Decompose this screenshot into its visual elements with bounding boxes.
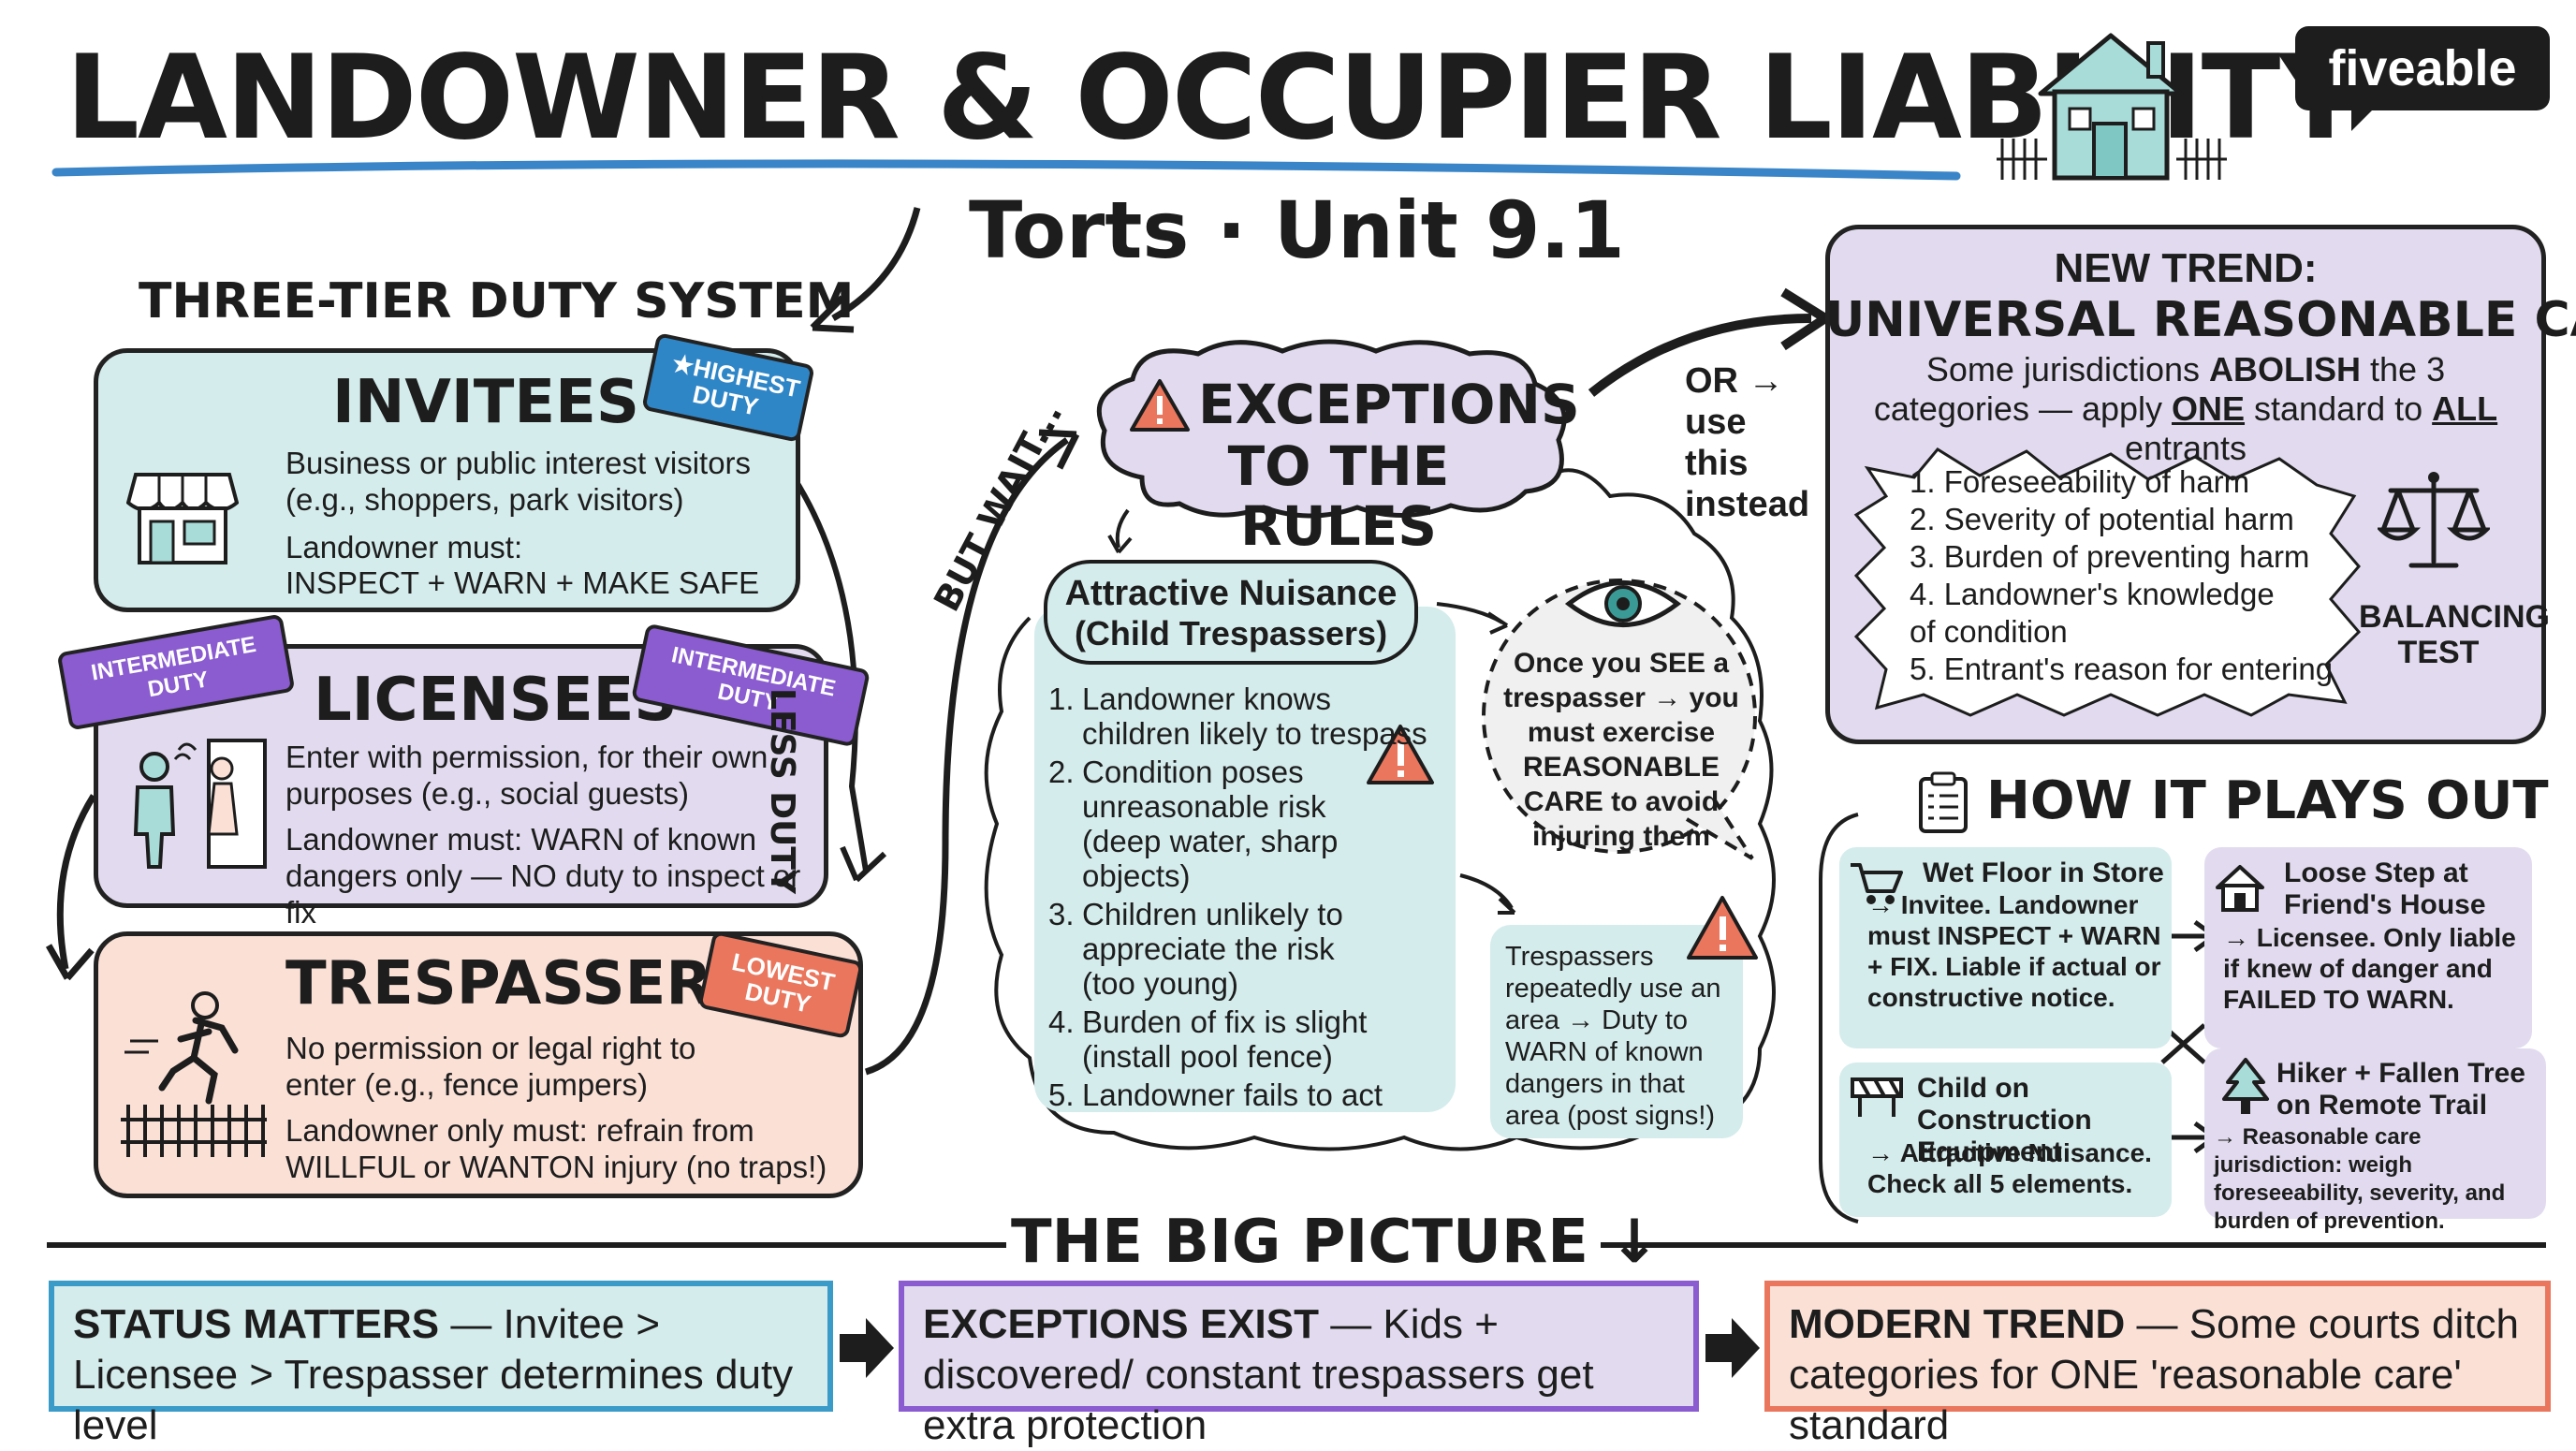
- factor-item: 4. Landowner's knowledge of condition: [1910, 577, 2275, 649]
- new-trend-label: NEW TREND:: [2054, 245, 2318, 291]
- bottom-arrow-2: [1705, 1318, 1760, 1378]
- attractive-title-1: Attractive Nuisance: [1064, 574, 1398, 613]
- attractive-list: 1.Landowner knows children likely to tre…: [1048, 682, 1442, 1112]
- licensees-desc: Enter with permission, for their own pur…: [285, 740, 768, 811]
- attractive-item: 5.Landowner fails to act: [1048, 1077, 1383, 1112]
- exceptions-title-2: TO THE RULES: [1227, 434, 1450, 558]
- case-body: → Invitee. Landowner must INSPECT + WARN…: [1867, 890, 2161, 1012]
- status-matters-box: STATUS MATTERS — Invitee > Licensee > Tr…: [49, 1281, 833, 1448]
- attractive-item: 3.Children unlikely to appreciate the ri…: [1048, 897, 1343, 1001]
- bottom-arrow-1: [840, 1318, 894, 1378]
- invitees-tag-label: HIGHEST DUTY: [690, 353, 803, 421]
- constant-trespasser-panel: [1490, 925, 1743, 1138]
- trespassers-title: TRESPASSERS: [285, 949, 755, 1019]
- exceptions-cloud-outline: [984, 468, 1776, 1151]
- case-title: Hiker + Fallen Tree on Remote Trail: [2276, 1058, 2525, 1121]
- but-wait-arrow: [864, 437, 1069, 1076]
- warning-icon: [1367, 725, 1434, 784]
- brand-name: fiveable: [2328, 40, 2517, 96]
- attractive-title-2: (Child Trespassers): [1074, 614, 1388, 652]
- modern-trend-lead: MODERN TREND: [1789, 1301, 2126, 1347]
- shopping-cart-icon: [1851, 863, 1903, 904]
- or-arrow: [1588, 314, 1812, 397]
- plays-out-bracket: [1819, 813, 1859, 1224]
- warning-icon: [1130, 379, 1190, 432]
- invitees-title: INVITEES: [332, 368, 639, 437]
- tiers-heading: THREE-TIER DUTY SYSTEM: [139, 273, 855, 330]
- discovered-text: Once you SEE a trespasser → you must exe…: [1503, 648, 1739, 852]
- plays-out-title: HOW IT PLAYS OUT: [1986, 770, 2549, 831]
- attractive-nuisance-panel: [1034, 607, 1456, 1112]
- or-note: OR → use this instead: [1685, 361, 1810, 524]
- factor-item: 2. Severity of potential harm: [1910, 502, 2294, 536]
- constant-trespasser-text: Trespassers repeatedly use an area → Dut…: [1505, 942, 1721, 1131]
- invitees-must: INSPECT + WARN + MAKE SAFE: [285, 565, 760, 600]
- status-matters-lead: STATUS MATTERS: [73, 1301, 440, 1347]
- arrow-to-tiers: [831, 207, 921, 322]
- storefront-icon: [126, 473, 239, 564]
- attractive-item: 2.Condition poses unreasonable risk (dee…: [1048, 755, 1339, 893]
- page-subtitle: Torts · Unit 9.1: [969, 184, 1625, 276]
- exceptions-exist-text: — Kids + discovered/ constant trespasser…: [923, 1301, 1594, 1448]
- exceptions-exist-box: EXCEPTIONS EXIST — Kids + discovered/ co…: [899, 1281, 1699, 1448]
- licensees-title: LICENSEES: [314, 666, 678, 735]
- discovered-bubble: [1482, 579, 1757, 860]
- case-title: Loose Step at Friend's House: [2284, 857, 2486, 920]
- case-body: → Attractive Nuisance. Check all 5 eleme…: [1867, 1138, 2152, 1198]
- attractive-nuisance-header: Attractive Nuisance (Child Trespassers): [1044, 560, 1418, 665]
- warning-icon: [1687, 896, 1758, 960]
- licensees-tag-left-label: INTERMEDIATE DUTY: [89, 631, 258, 703]
- new-trend-title: UNIVERSAL REASONABLE CARE: [1825, 292, 2576, 348]
- licensees-must: Landowner must: WARN of known dangers on…: [285, 822, 801, 930]
- case-card: [2204, 847, 2532, 1048]
- less-duty-arrow: [791, 476, 869, 872]
- exceptions-title-1: EXCEPTIONS: [1198, 373, 1580, 436]
- eye-icon: [1564, 580, 1682, 627]
- trespassers-tag-label: LOWEST DUTY: [729, 947, 838, 1019]
- attractive-item: 1.Landowner knows children likely to tre…: [1048, 682, 1427, 751]
- factors-burst: [1853, 447, 2362, 717]
- trespassers-desc: No permission or legal right to enter (e…: [285, 1031, 696, 1102]
- title-underline: [51, 159, 1961, 181]
- trespassers-must: Landowner only must: refrain from WILLFU…: [285, 1113, 827, 1184]
- case-card: [1839, 847, 2172, 1048]
- less-duty-label: LESS DUTY: [763, 688, 801, 895]
- tree-icon: [2222, 1058, 2269, 1114]
- case-body: → Reasonable care jurisdiction: weigh fo…: [2214, 1124, 2506, 1234]
- attractive-item: 4.Burden of fix is slight (install pool …: [1048, 1004, 1368, 1074]
- factors-list: 1. Foreseeability of harm 2. Severity of…: [1910, 463, 2340, 688]
- fence-jumper-icon: [121, 991, 267, 1157]
- clipboard-icon: [1919, 771, 1968, 833]
- guests-at-door-icon: [133, 739, 267, 869]
- fiveable-logo: fiveable: [2295, 26, 2550, 131]
- exceptions-exist-lead: EXCEPTIONS EXIST: [923, 1301, 1319, 1347]
- factor-item: 5. Entrant's reason for entering: [1910, 652, 2334, 686]
- balancing-test-label: BALANCING TEST: [2359, 599, 2550, 670]
- invitees-desc: Business or public interest visitors (e.…: [285, 446, 752, 517]
- factor-item: 3. Burden of preventing harm: [1910, 539, 2310, 574]
- balance-scale-icon: [2378, 472, 2490, 568]
- factor-item: 1. Foreseeability of harm: [1910, 464, 2250, 499]
- licensee-to-trespasser-arrow: [56, 794, 96, 970]
- barrier-icon: [1851, 1077, 1903, 1117]
- status-matters-text: — Invitee > Licensee > Trespasser determ…: [73, 1301, 794, 1448]
- big-picture-title: THE BIG PICTURE ↓: [1011, 1208, 1660, 1277]
- modern-trend-text: — Some courts ditch categories for ONE '…: [1789, 1301, 2519, 1448]
- page-title: LANDOWNER & OCCUPIER LIABILITY: [66, 31, 2363, 166]
- case-title: Wet Floor in Store: [1923, 857, 2164, 888]
- modern-trend-box: MODERN TREND — Some courts ditch categor…: [1764, 1281, 2551, 1448]
- invitees-must-label: Landowner must:: [285, 530, 523, 564]
- house-icon: [2216, 865, 2264, 912]
- case-body: → Licensee. Only liable if knew of dange…: [2223, 923, 2516, 1014]
- house-icon: [1997, 33, 2227, 181]
- exceptions-cloud: [1096, 339, 1567, 519]
- case-title: Child on Construction Equipment: [1917, 1073, 2092, 1167]
